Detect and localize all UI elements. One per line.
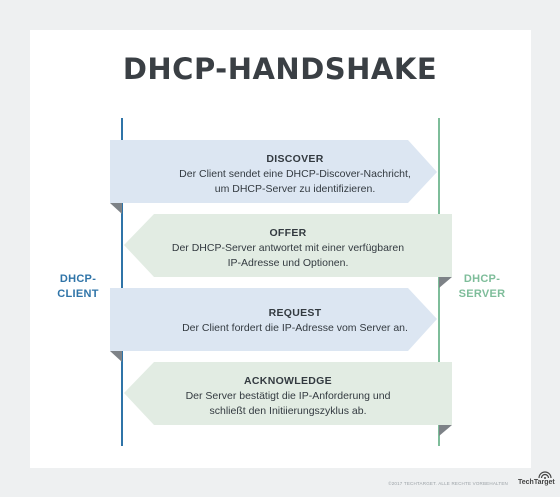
step-desc-line: Der Client sendet eine DHCP-Discover-Nac… [179,168,411,180]
step-desc-line: IP-Adresse und Optionen. [227,257,349,269]
step-title: REQUEST [268,307,322,319]
offer-fold [439,277,452,288]
step-discover: DISCOVER Der Client sendet eine DHCP-Dis… [110,152,480,196]
client-lifeline [121,118,123,446]
acknowledge-fold [439,425,452,436]
step-desc-line: Der Client fordert die IP-Adresse vom Se… [182,322,408,334]
request-fold [110,351,122,362]
step-title: DISCOVER [266,153,324,165]
offer-arrow [124,214,452,277]
copyright-text: ©2017 TECHTARGET. ALLE RECHTE VORBEHALTE… [388,481,508,486]
step-request: REQUEST Der Client fordert die IP-Adress… [110,306,480,335]
step-desc-line: um DHCP-Server zu identifizieren. [214,183,376,195]
diagram-title: DHCP-HANDSHAKE [122,52,438,86]
brand-name: TechTarget [518,479,555,486]
step-acknowledge: ACKNOWLEDGE Der Server bestätigt die IP-… [124,374,452,418]
client-label: DHCP-CLIENT [57,273,99,300]
step-desc-line: Der Server bestätigt die IP-Anforderung … [185,390,391,402]
step-desc-line: Der DHCP-Server antwortet mit einer verf… [171,242,405,254]
server-label: DHCP-SERVER [458,273,506,300]
step-title: OFFER [269,227,307,239]
discover-fold [110,203,122,214]
discover-arrow [110,140,437,203]
step-title: ACKNOWLEDGE [244,375,332,387]
step-offer: OFFER Der DHCP-Server antwortet mit eine… [124,226,452,270]
step-desc-line: schließt den Initiierungszyklus ab. [209,405,367,417]
brand-logo-icon [538,471,552,479]
request-arrow [110,288,437,351]
acknowledge-arrow [124,362,452,425]
